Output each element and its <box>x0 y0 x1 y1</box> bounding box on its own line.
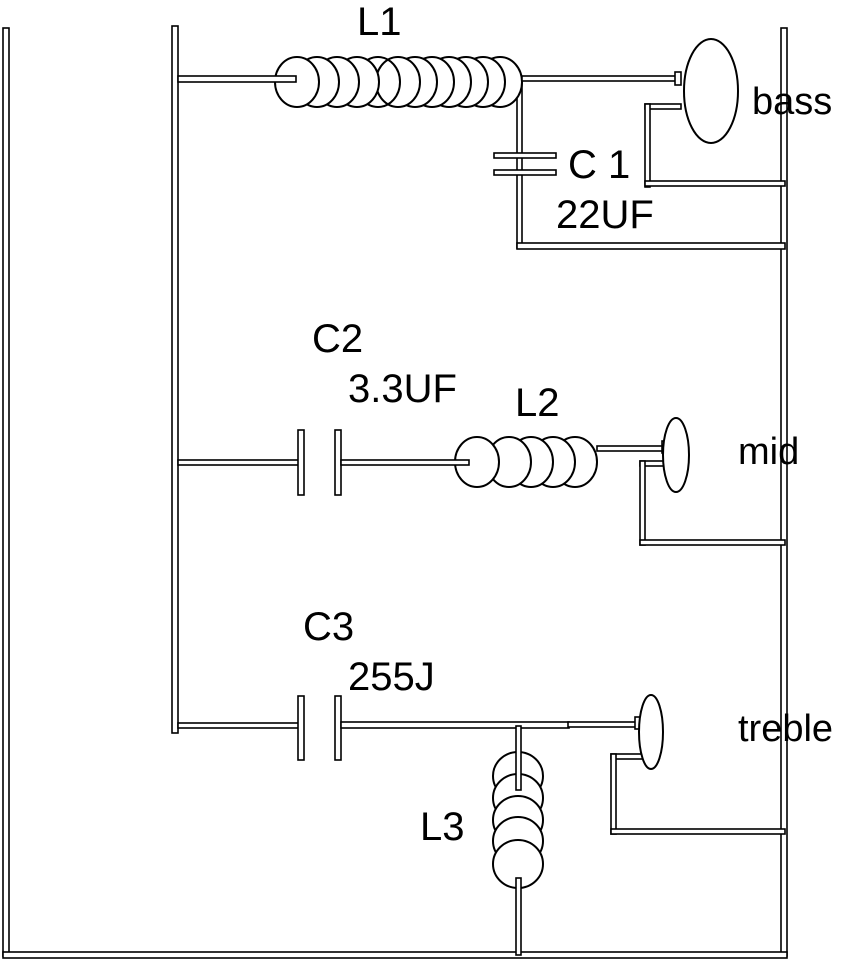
l1-inductor-coil <box>274 56 523 108</box>
c1-return-wire <box>516 242 786 250</box>
c1-plate-bottom <box>493 169 557 176</box>
mid-speaker-label: mid <box>738 431 799 473</box>
inner-left-rail <box>171 25 179 734</box>
c1-lead-bottom <box>516 171 523 249</box>
l1-label: L1 <box>357 0 402 44</box>
treble-branch: C3 255J L3 treble <box>177 605 833 956</box>
l3-lead-top <box>515 725 522 791</box>
c3-plate-left <box>297 695 305 761</box>
c1-value: 22UF <box>556 193 654 237</box>
mid-speaker-wire <box>596 445 664 452</box>
c2-value: 3.3UF <box>348 367 457 411</box>
l2-inductor-coil <box>454 436 598 488</box>
bass-speaker-wire <box>521 75 677 82</box>
treble-speaker-label: treble <box>738 708 833 750</box>
mid-branch: C2 3.3UF L2 mid <box>177 317 799 546</box>
bottom-rail <box>2 951 788 959</box>
c3-input-wire <box>177 722 302 729</box>
c3-output-wire <box>340 721 570 729</box>
c2-input-wire <box>177 459 302 466</box>
c2-label: C2 <box>312 317 363 361</box>
c1-label: C 1 <box>568 143 630 187</box>
mid-return-wire <box>639 539 786 546</box>
c3-label: C3 <box>303 605 354 649</box>
c3-value: 255J <box>348 655 435 699</box>
treble-speaker-icon <box>638 694 664 770</box>
l2-label: L2 <box>515 381 560 425</box>
right-rail <box>780 27 788 957</box>
bass-return-wire <box>644 180 786 187</box>
l1-input-wire <box>177 75 297 83</box>
mid-speaker-icon <box>662 417 690 493</box>
bass-branch: L1 C 1 22UF bass <box>177 0 832 250</box>
treble-return-vertical <box>610 753 617 835</box>
bass-speaker-label: bass <box>752 81 832 123</box>
c2-l2-wire <box>340 459 470 466</box>
treble-speaker-wire <box>567 721 637 728</box>
outer-left-rail <box>2 27 10 957</box>
mid-return-vertical <box>639 460 646 546</box>
bass-speaker-terminal <box>674 71 682 86</box>
treble-return-wire <box>610 828 786 835</box>
l3-lead-bottom <box>515 877 522 956</box>
c1-plate-top <box>493 152 557 159</box>
c3-plate-right <box>334 695 342 761</box>
c2-plate-right <box>334 429 342 496</box>
c2-plate-left <box>297 429 305 496</box>
bass-return-vertical <box>644 103 651 188</box>
bass-speaker-icon <box>683 38 739 144</box>
l3-label: L3 <box>420 805 465 849</box>
